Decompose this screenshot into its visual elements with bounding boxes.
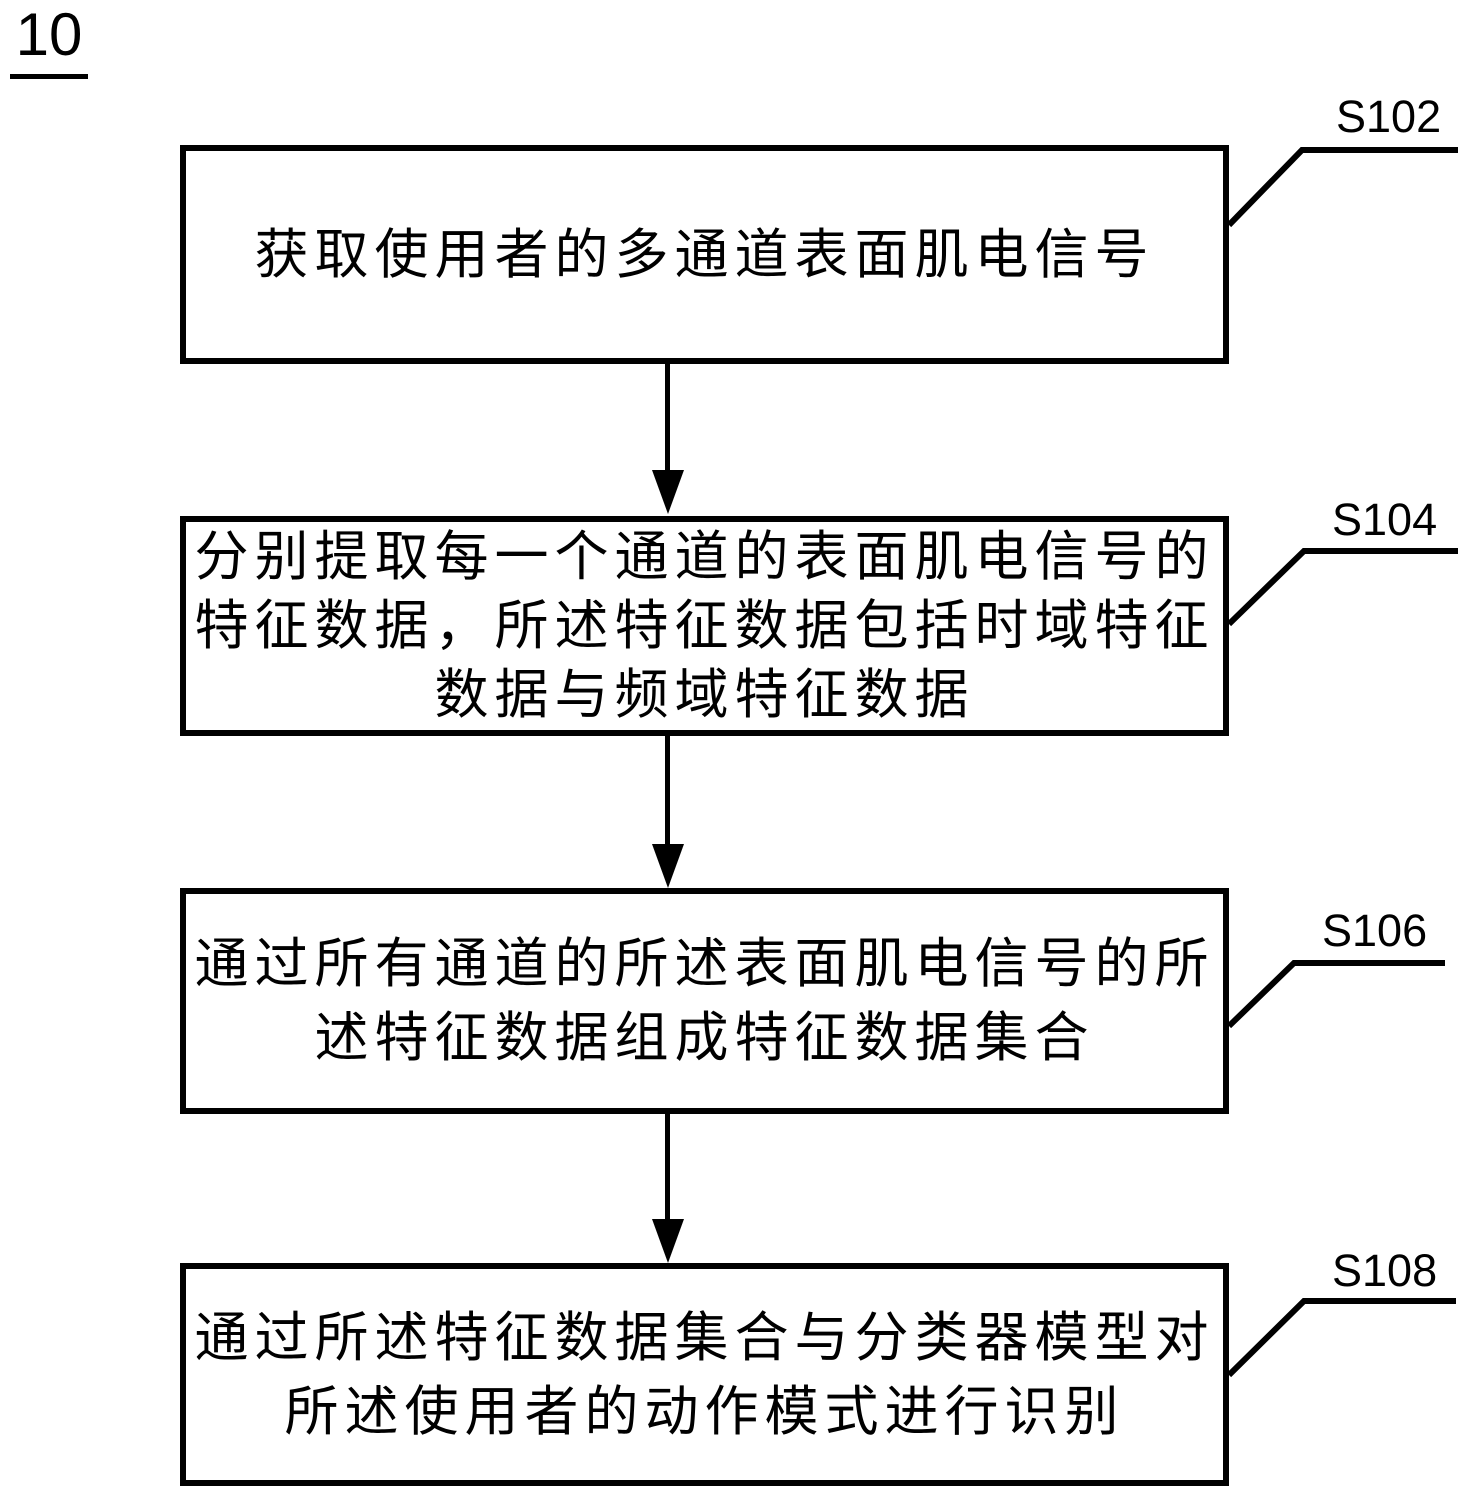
process-box-s104: 分别提取每一个通道的表面肌电信号的 特征数据，所述特征数据包括时域特征 数据与频…: [180, 516, 1229, 736]
step-label-s108: S108: [1332, 1245, 1438, 1296]
process-text-line: 通过所述特征数据集合与分类器模型对: [194, 1307, 1215, 1368]
process-box-s108: 通过所述特征数据集合与分类器模型对 所述使用者的动作模式进行识别: [180, 1263, 1229, 1486]
process-text-line: 数据与频域特征数据: [434, 664, 975, 725]
process-text-line: 获取使用者的多通道表面肌电信号: [254, 224, 1155, 285]
process-text-line: 特征数据，所述特征数据包括时域特征: [194, 595, 1215, 656]
arrow-shaft: [665, 364, 670, 472]
arrow-head-icon: [652, 1219, 684, 1263]
arrow-head-icon: [652, 844, 684, 888]
step-label-s104: S104: [1332, 494, 1438, 545]
process-box-s102: 获取使用者的多通道表面肌电信号: [180, 145, 1229, 364]
process-box-s106: 通过所有通道的所述表面肌电信号的所 述特征数据组成特征数据集合: [180, 888, 1229, 1114]
step-connector-s108: [1226, 1298, 1456, 1378]
step-connector-s106: [1226, 960, 1445, 1029]
step-connector-s104: [1226, 548, 1458, 627]
arrow-head-icon: [652, 470, 684, 514]
process-text-line: 所述使用者的动作模式进行识别: [284, 1381, 1125, 1442]
arrow-shaft: [665, 1114, 670, 1221]
step-label-s102: S102: [1336, 91, 1442, 142]
process-text-line: 通过所有通道的所述表面肌电信号的所: [194, 934, 1215, 994]
step-label-s106: S106: [1322, 905, 1428, 956]
process-text-line: 分别提取每一个通道的表面肌电信号的: [194, 526, 1215, 587]
step-connector-s102: [1226, 147, 1458, 228]
arrow-shaft: [665, 736, 670, 846]
process-text-line: 述特征数据组成特征数据集合: [314, 1008, 1095, 1068]
figure-number: 10: [10, 4, 88, 79]
